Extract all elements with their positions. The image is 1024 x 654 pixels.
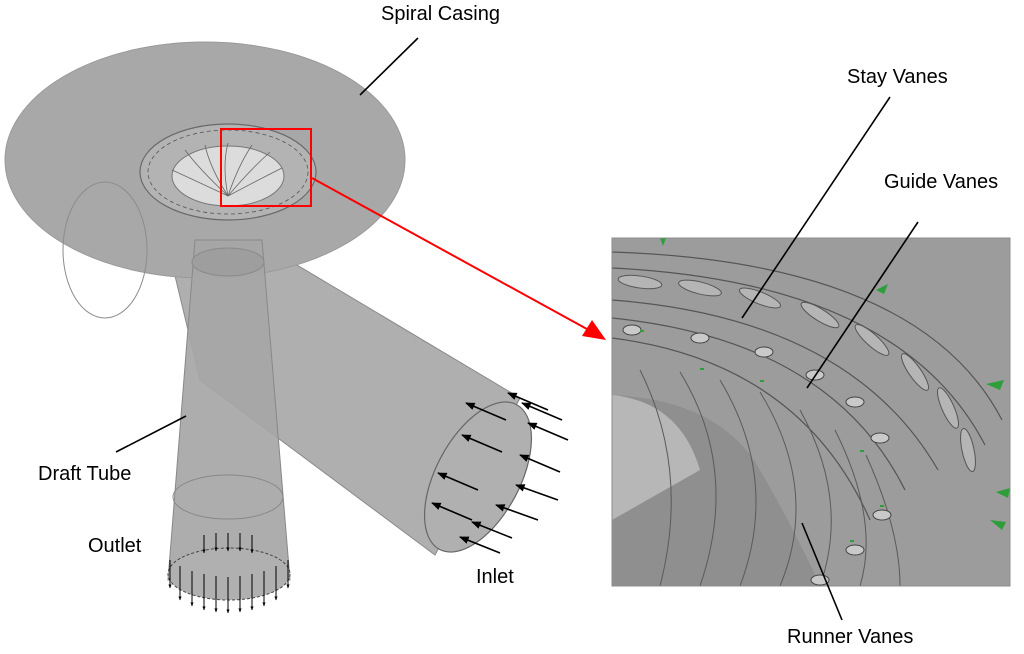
draft-tube-mid-ring xyxy=(172,474,284,520)
turbine-assembly xyxy=(4,41,533,601)
spiral-casing-left-ghost xyxy=(62,181,148,319)
label-stay-vanes: Stay Vanes xyxy=(847,66,948,88)
label-outlet: Outlet xyxy=(88,535,142,557)
outlet-face xyxy=(167,547,291,601)
label-draft-tube: Draft Tube xyxy=(38,463,132,485)
zoom-arrow xyxy=(311,177,597,335)
runner-blades xyxy=(171,142,283,197)
outlet-flow-arrows xyxy=(168,533,290,614)
detail-view xyxy=(612,238,1010,586)
leader-guide-vanes xyxy=(806,221,919,389)
inlet-face xyxy=(423,401,533,553)
detail-highlight-box xyxy=(220,128,312,207)
draft-tube xyxy=(167,239,291,581)
leader-spiral-casing xyxy=(359,37,419,96)
label-inlet: Inlet xyxy=(476,566,514,588)
inlet-flow-arrows xyxy=(431,392,569,554)
detail-view-frame xyxy=(611,237,1011,587)
draft-tube-neck xyxy=(191,247,265,277)
label-runner-vanes: Runner Vanes xyxy=(787,626,914,648)
leader-draft-tube xyxy=(115,415,187,453)
leader-lines xyxy=(115,37,919,621)
label-guide-vanes: Guide Vanes xyxy=(884,171,999,193)
leader-stay-vanes xyxy=(741,96,891,319)
zoom-arrow-head xyxy=(582,320,606,340)
leader-runner-vanes xyxy=(801,522,843,621)
label-spiral-casing: Spiral Casing xyxy=(381,3,500,25)
